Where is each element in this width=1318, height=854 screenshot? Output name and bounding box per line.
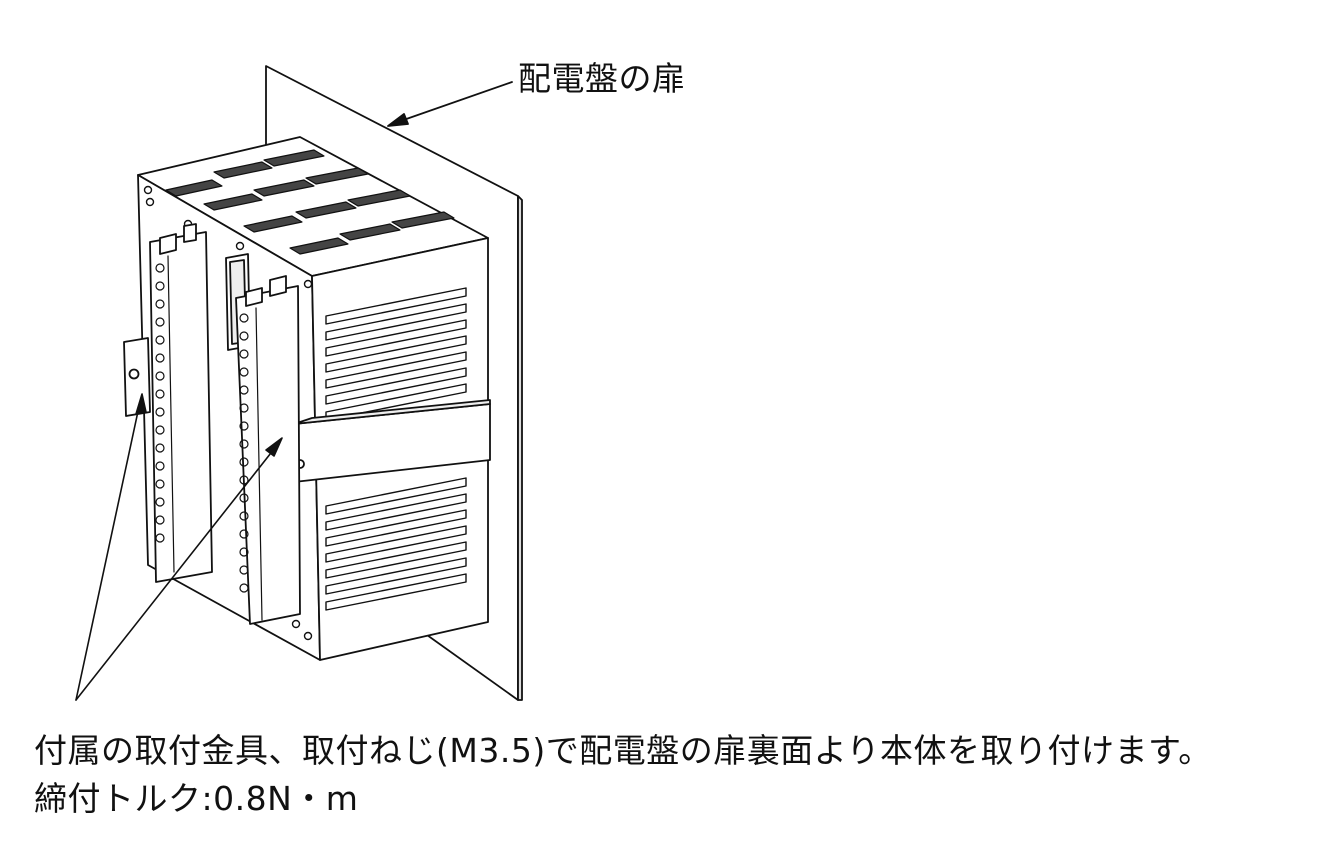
right-mounting-bracket [293,399,491,483]
left-terminal-block [149,223,213,583]
left-terminal-screws [155,263,165,543]
left-mounting-bracket [123,337,151,417]
side-louvers-lower [325,477,467,611]
right-terminal-block [235,275,301,625]
side-louvers-upper [325,287,467,421]
top-vent-grilles [165,149,455,255]
right-terminal-screws [239,313,249,593]
bracket-leaders [75,393,283,701]
door-label: 配電盤の扉 [518,59,686,98]
mounting-note: 付属の取付金具、取付ねじ(M3.5)で配電盤の扉裏面より本体を取り付けます。 [34,731,1212,770]
door-leader [387,81,513,127]
torque-note: 締付トルク:0.8N・m [34,779,359,818]
